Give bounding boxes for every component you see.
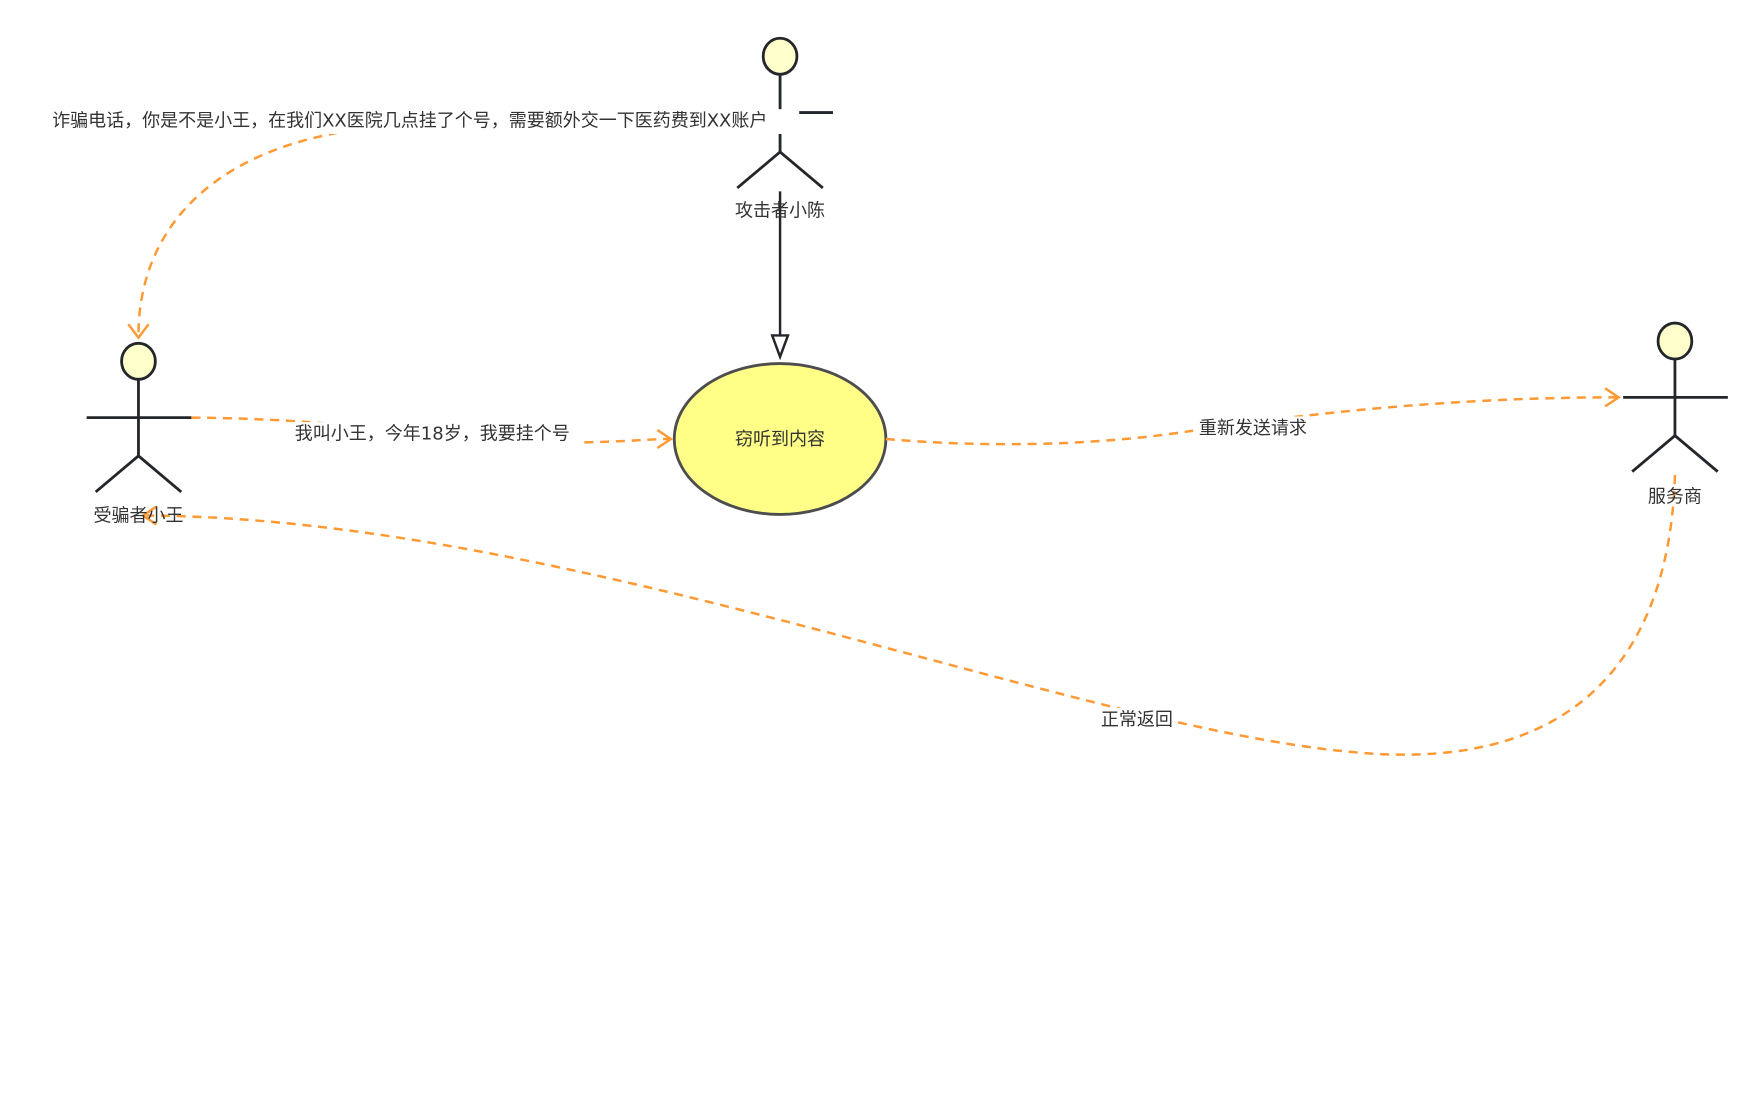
edge-label-resend: 重新发送请求: [1199, 418, 1307, 439]
edge-fraud-call[interactable]: [127, 131, 338, 340]
actor-server[interactable]: [1623, 321, 1728, 473]
edge-label-return: 正常返回: [1101, 709, 1173, 730]
actor-label-attacker: 攻击者小陈: [735, 201, 825, 222]
edge-label-request: 我叫小王，今年18岁，我要挂个号: [295, 423, 570, 444]
edge-request[interactable]: [191, 416, 674, 450]
usecase-eavesdrop[interactable]: 窃听到内容: [672, 362, 888, 516]
edge-label-fraud-call: 诈骗电话，你是不是小王，在我们XX医院几点挂了个号，需要额外交一下医药费到XX账…: [52, 111, 767, 132]
actor-victim[interactable]: [86, 341, 192, 493]
actor-label-server: 服务商: [1648, 487, 1702, 508]
usecase-label: 窃听到内容: [735, 429, 825, 450]
edge-resend[interactable]: [885, 387, 1621, 446]
edge-return[interactable]: [140, 474, 1677, 756]
attacker-to-usecase-arrow[interactable]: [770, 191, 790, 361]
actor-label-victim: 受骗者小王: [93, 506, 183, 527]
